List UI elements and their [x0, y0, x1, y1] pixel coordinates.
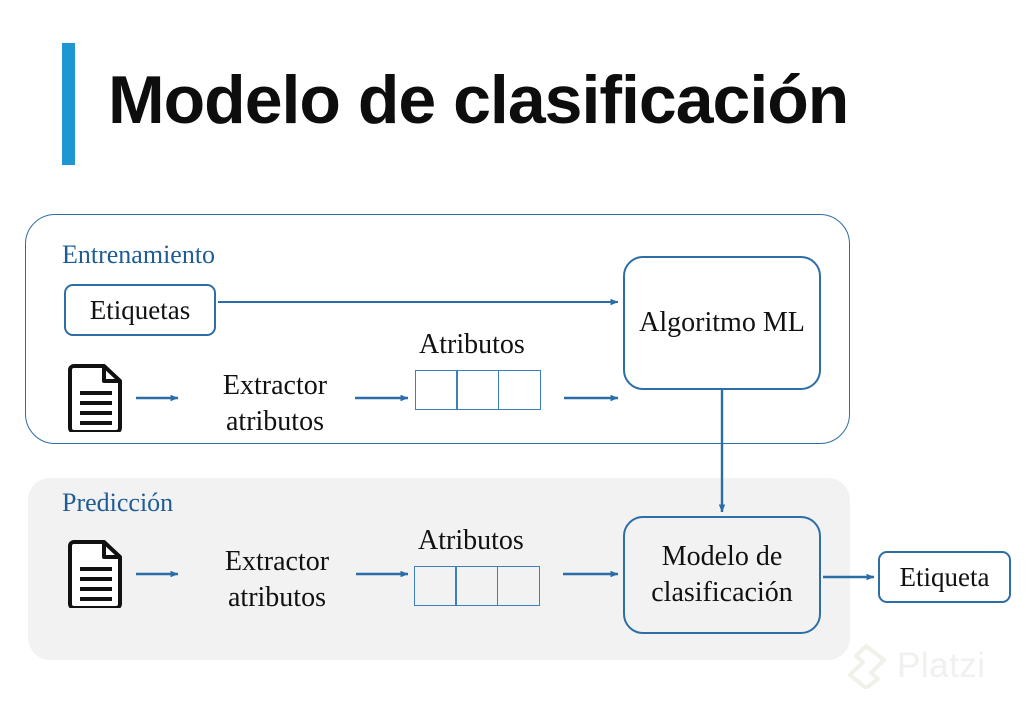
platzi-logo-icon [848, 644, 886, 689]
title-accent-bar [62, 43, 75, 165]
labels-box: Etiquetas [64, 284, 216, 336]
attribute-cell [414, 566, 457, 606]
attributes-vector-training [415, 370, 541, 410]
document-icon [68, 364, 122, 432]
attributes-label-training: Atributos [419, 329, 525, 360]
feature-extractor-prediction-label: Extractor atributos [224, 546, 330, 613]
attributes-label-prediction: Atributos [418, 525, 524, 556]
document-icon [68, 540, 122, 608]
attribute-cell [455, 566, 499, 606]
attribute-cell [497, 370, 541, 410]
classification-model-box: Modelo de clasificación [623, 516, 821, 634]
attribute-cell [496, 566, 540, 606]
prediction-section-label: Predicción [62, 488, 174, 517]
training-section-label: Entrenamiento [62, 240, 216, 269]
watermark: Platzi [845, 640, 1020, 692]
page-title: Modelo de clasificación [108, 62, 849, 138]
feature-extractor-training-label: Extractor atributos [222, 370, 328, 437]
attribute-cell [456, 370, 500, 410]
attribute-cell [415, 370, 458, 410]
output-label-box: Etiqueta [878, 551, 1011, 603]
ml-algorithm-box: Algoritmo ML [623, 256, 821, 390]
attributes-vector-prediction [414, 566, 540, 606]
watermark-text: Platzi [897, 646, 986, 685]
